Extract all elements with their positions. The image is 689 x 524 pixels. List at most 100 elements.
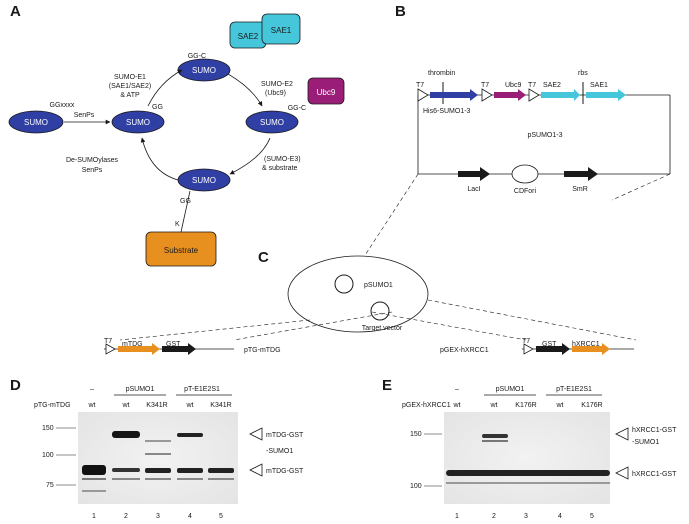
b-smr-label: SmR — [572, 186, 588, 193]
b-t7-1: T7 — [416, 82, 424, 89]
c-left-gene-label: mTDG — [122, 341, 143, 348]
panel-c: C pSUMO1 Target vector T7 mTDG GST pTG-m… — [104, 249, 637, 355]
b-zoom-line-right — [611, 173, 671, 201]
e-band-label-3: hXRCC1-GST — [632, 471, 677, 478]
senps-label: SenPs — [74, 112, 95, 119]
d-marker-75: 75 — [46, 482, 54, 489]
b-t7-promoter-3 — [528, 88, 540, 102]
b-laci-label: LacI — [467, 186, 480, 193]
e-lane-3: K176R — [515, 402, 536, 409]
e-band-l2-sumo-faint — [482, 440, 508, 442]
desumo-line-1: De-SUMOylases — [66, 157, 119, 164]
d-band-l3-faint — [145, 478, 171, 480]
tag-k: K — [175, 221, 180, 228]
sae2-label: SAE2 — [238, 32, 259, 41]
d-bands — [82, 431, 234, 492]
c-right-gst-label: GST — [542, 341, 557, 348]
d-band-l4-faint — [177, 478, 203, 480]
d-pointer-main — [249, 463, 263, 477]
c-right-gene-arrow — [572, 343, 610, 355]
c-right-t7-promoter — [523, 343, 534, 355]
d-band-label-2: -SUMO1 — [266, 448, 293, 455]
b-rbs-label: rbs — [578, 70, 588, 77]
b-sae2-label: SAE2 — [543, 82, 561, 89]
tag-ggc-top: GG-C — [188, 53, 206, 60]
d-band-l4-main — [177, 468, 203, 473]
b-plasmid-name: pSUMO1-3 — [527, 132, 562, 139]
e-lane-4: wt — [556, 402, 564, 409]
e2-line-1: SUMO-E2 — [261, 81, 293, 88]
e-lane-number-5: 5 — [590, 513, 594, 520]
d-band-label-1: mTDG-GST — [266, 432, 304, 439]
panel-letter-d: D — [10, 377, 21, 394]
d-lane-2: wt — [122, 402, 130, 409]
d-band-l1-faint — [82, 478, 106, 480]
d-lane-1: wt — [88, 402, 96, 409]
tag-ggc-right: GG-C — [288, 105, 306, 112]
tag-ggxxxx: GGxxxx — [50, 102, 75, 109]
c-psumo-label: pSUMO1 — [364, 282, 393, 289]
tag-gg-bottom: GG — [180, 198, 191, 205]
d-lane-number-4: 4 — [188, 513, 192, 520]
panel-a: A SAE2 SAE1 GG-C SUMO GGxxxx SUMO SenPs … — [8, 3, 345, 267]
d-blot — [78, 412, 238, 504]
sumo-e2-label: SUMO — [260, 118, 284, 127]
d-band-l5-faint — [208, 478, 234, 480]
ubc9-box — [307, 77, 345, 105]
d-lane-number-1: 1 — [92, 513, 96, 520]
e-pointer-sumo — [615, 427, 629, 441]
e-dash: – — [455, 386, 459, 393]
d-lane-number-2: 2 — [124, 513, 128, 520]
e-band-main-row — [446, 470, 610, 476]
c-right-t7: T7 — [522, 338, 530, 345]
sumo-top-label: SUMO — [192, 66, 216, 75]
sumo-conjugated-label: SUMO — [192, 176, 216, 185]
e-group1: pSUMO1 — [496, 386, 525, 393]
arrow-e3 — [229, 137, 271, 175]
panel-letter-b: B — [395, 3, 406, 20]
d-row-label: pTG-mTDG — [34, 402, 71, 409]
d-marker-150: 150 — [42, 425, 54, 432]
c-target-label: Target vector — [362, 325, 403, 332]
e-lane-1: wt — [453, 402, 461, 409]
b-t7-2: T7 — [481, 82, 489, 89]
panel-letter-a: A — [10, 3, 21, 20]
b-zoom-line-left — [357, 173, 419, 267]
substrate-label: Substrate — [164, 246, 199, 255]
panel-b: B T7 thrombin His6-SUMO1-3 T7 Ubc9 T7 SA… — [357, 3, 671, 267]
b-his-sumo-arrow — [430, 89, 478, 101]
d-band-label-3: mTDG-GST — [266, 468, 304, 475]
e-band-label-1: hXRCC1-GST — [632, 427, 677, 434]
e-band-label-2: -SUMO1 — [632, 439, 659, 446]
d-band-l3-faint-top — [145, 440, 171, 442]
c-zoom-right-2 — [427, 299, 637, 341]
c-left-t7-promoter — [105, 343, 116, 355]
c-left-gene-arrow — [118, 343, 160, 355]
c-right-gst-arrow — [536, 343, 570, 355]
e-row-label: pGEX-hXRCC1 — [402, 402, 451, 409]
c-target-plasmid — [370, 301, 390, 321]
sumo-precursor — [8, 110, 64, 134]
b-thrombin: thrombin — [428, 70, 455, 77]
e3-line-2: & substrate — [262, 165, 298, 172]
arrow-e2 — [227, 73, 263, 107]
c-right-plasmid: pGEX-hXRCC1 — [440, 347, 489, 354]
e-lane-number-3: 3 — [524, 513, 528, 520]
d-band-l5-main — [208, 468, 234, 473]
c-psumo-plasmid — [334, 274, 354, 294]
substrate-box — [145, 231, 217, 267]
c-left-plasmid: pTG-mTDG — [244, 347, 281, 354]
d-band-l1-faint-2 — [82, 490, 106, 492]
d-group2: pT-E1E2S1 — [184, 386, 220, 393]
panel-d: D – pSUMO1 pT-E1E2S1 pTG-mTDG wt wt K341… — [10, 377, 304, 520]
e-band-l2-sumo — [482, 434, 508, 438]
e-lane-2: wt — [490, 402, 498, 409]
e-pointer-main — [615, 466, 629, 480]
e-lane-5: K176R — [581, 402, 602, 409]
d-band-l2-faint — [112, 478, 140, 480]
d-band-l2-main — [112, 468, 140, 472]
e-marker-100: 100 — [410, 483, 422, 490]
b-ubc9-arrow — [494, 89, 526, 101]
e-blot — [444, 412, 610, 504]
ubc9-label: Ubc9 — [317, 88, 336, 97]
